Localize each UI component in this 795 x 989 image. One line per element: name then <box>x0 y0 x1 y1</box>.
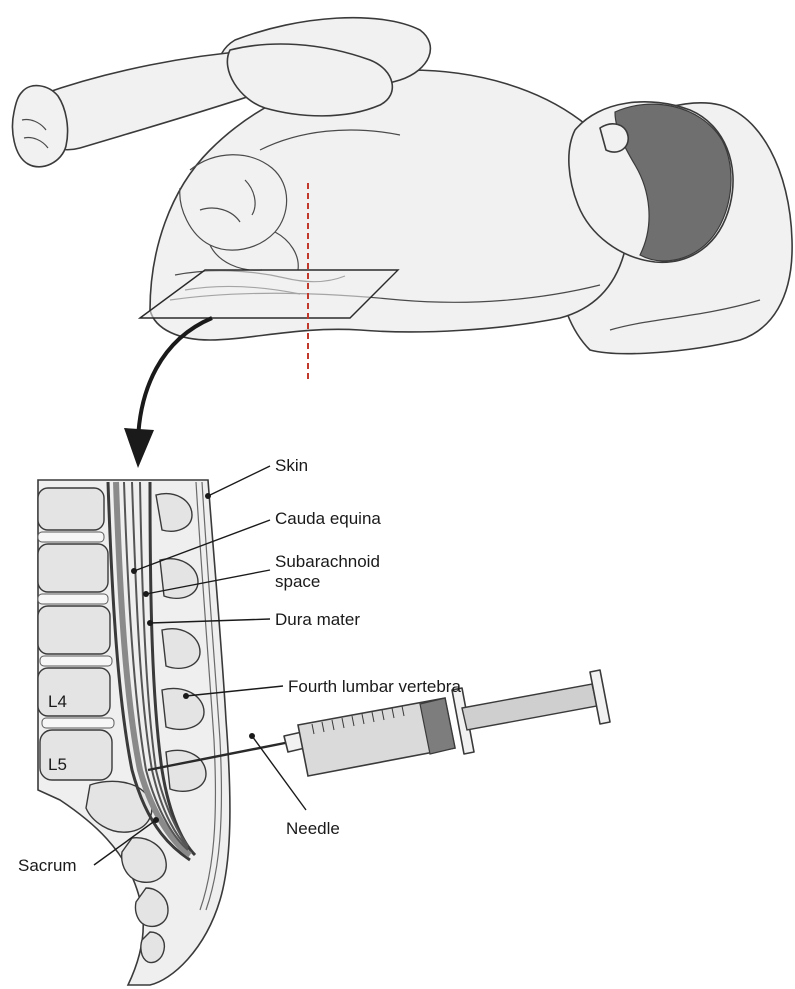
patient-feet <box>13 86 68 167</box>
label-skin: Skin <box>275 456 308 475</box>
label-needle: Needle <box>286 819 340 838</box>
label-sacrum: Sacrum <box>18 856 77 875</box>
patient-figure <box>13 18 793 380</box>
sagittal-section: L4 L5 <box>38 480 230 985</box>
syringe-barrel <box>298 688 474 776</box>
label-l5: L5 <box>48 755 67 774</box>
label-cauda-equina: Cauda equina <box>275 509 381 528</box>
label-l4: L4 <box>48 692 67 711</box>
label-fourth-lumbar-vertebra: Fourth lumbar vertebra <box>288 677 461 696</box>
label-dura-mater: Dura mater <box>275 610 360 629</box>
syringe-plunger <box>462 684 597 730</box>
label-subarachnoid: Subarachnoid space <box>275 552 385 591</box>
zoom-arrow <box>124 318 212 468</box>
